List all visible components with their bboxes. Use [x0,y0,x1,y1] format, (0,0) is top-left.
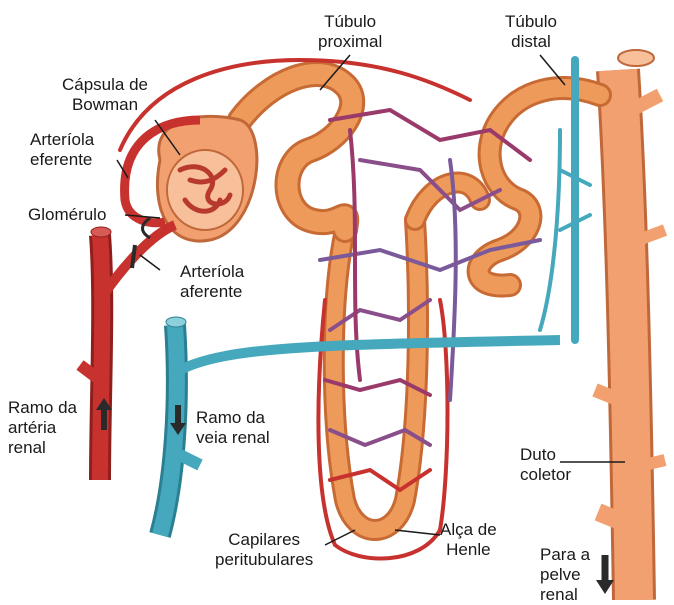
label-renal-vein-branch: Ramo da veia renal [196,408,270,448]
label-distal-tubule: Túbulo distal [505,12,557,52]
label-bowman-capsule-line2: Bowman [62,95,148,115]
label-renal-vein-line1: Ramo da [196,408,270,428]
label-pelvis-line3: renal [540,585,590,605]
label-peritubular-line2: peritubulares [215,550,313,570]
label-peritubular-line1: Capilares [215,530,313,550]
label-proximal-tubule-line1: Túbulo [318,12,382,32]
label-distal-tubule-line2: distal [505,32,557,52]
label-collecting-duct: Duto coletor [520,445,571,485]
label-bowman-capsule-line1: Cápsula de [62,75,148,95]
label-pelvis-line1: Para a [540,545,590,565]
label-renal-artery-branch: Ramo da artéria renal [8,398,77,458]
label-bowman-capsule: Cápsula de Bowman [62,75,148,115]
label-to-renal-pelvis: Para a pelve renal [540,545,590,605]
label-efferent-arteriole-line2: eferente [30,150,94,170]
label-renal-artery-line1: Ramo da [8,398,77,418]
label-renal-vein-line2: veia renal [196,428,270,448]
label-afferent-arteriole: Arteríola aferente [180,262,244,302]
label-proximal-tubule-line2: proximal [318,32,382,52]
renal-artery-branch [80,225,175,480]
label-efferent-arteriole: Arteríola eferente [30,130,94,170]
label-peritubular-capillaries: Capilares peritubulares [215,530,313,570]
proximal-tubule [240,74,480,230]
label-distal-tubule-line1: Túbulo [505,12,557,32]
collecting-duct [595,50,665,600]
label-proximal-tubule: Túbulo proximal [318,12,382,52]
label-pelvis-line2: pelve [540,565,590,585]
label-afferent-arteriole-line1: Arteríola [180,262,244,282]
label-collecting-duct-line1: Duto [520,445,571,465]
distal-tubule [479,88,600,285]
label-renal-artery-line2: artéria [8,418,77,438]
label-afferent-arteriole-line2: aferente [180,282,244,302]
label-glomerulus: Glomérulo [28,205,106,225]
label-efferent-arteriole-line1: Arteríola [30,130,94,150]
label-renal-artery-line3: renal [8,438,77,458]
label-loop-of-henle-line1: Alça de [440,520,497,540]
label-collecting-duct-line2: coletor [520,465,571,485]
label-glomerulus-text: Glomérulo [28,205,106,225]
label-loop-of-henle: Alça de Henle [440,520,497,560]
loop-of-henle [334,220,418,530]
label-loop-of-henle-line2: Henle [440,540,497,560]
